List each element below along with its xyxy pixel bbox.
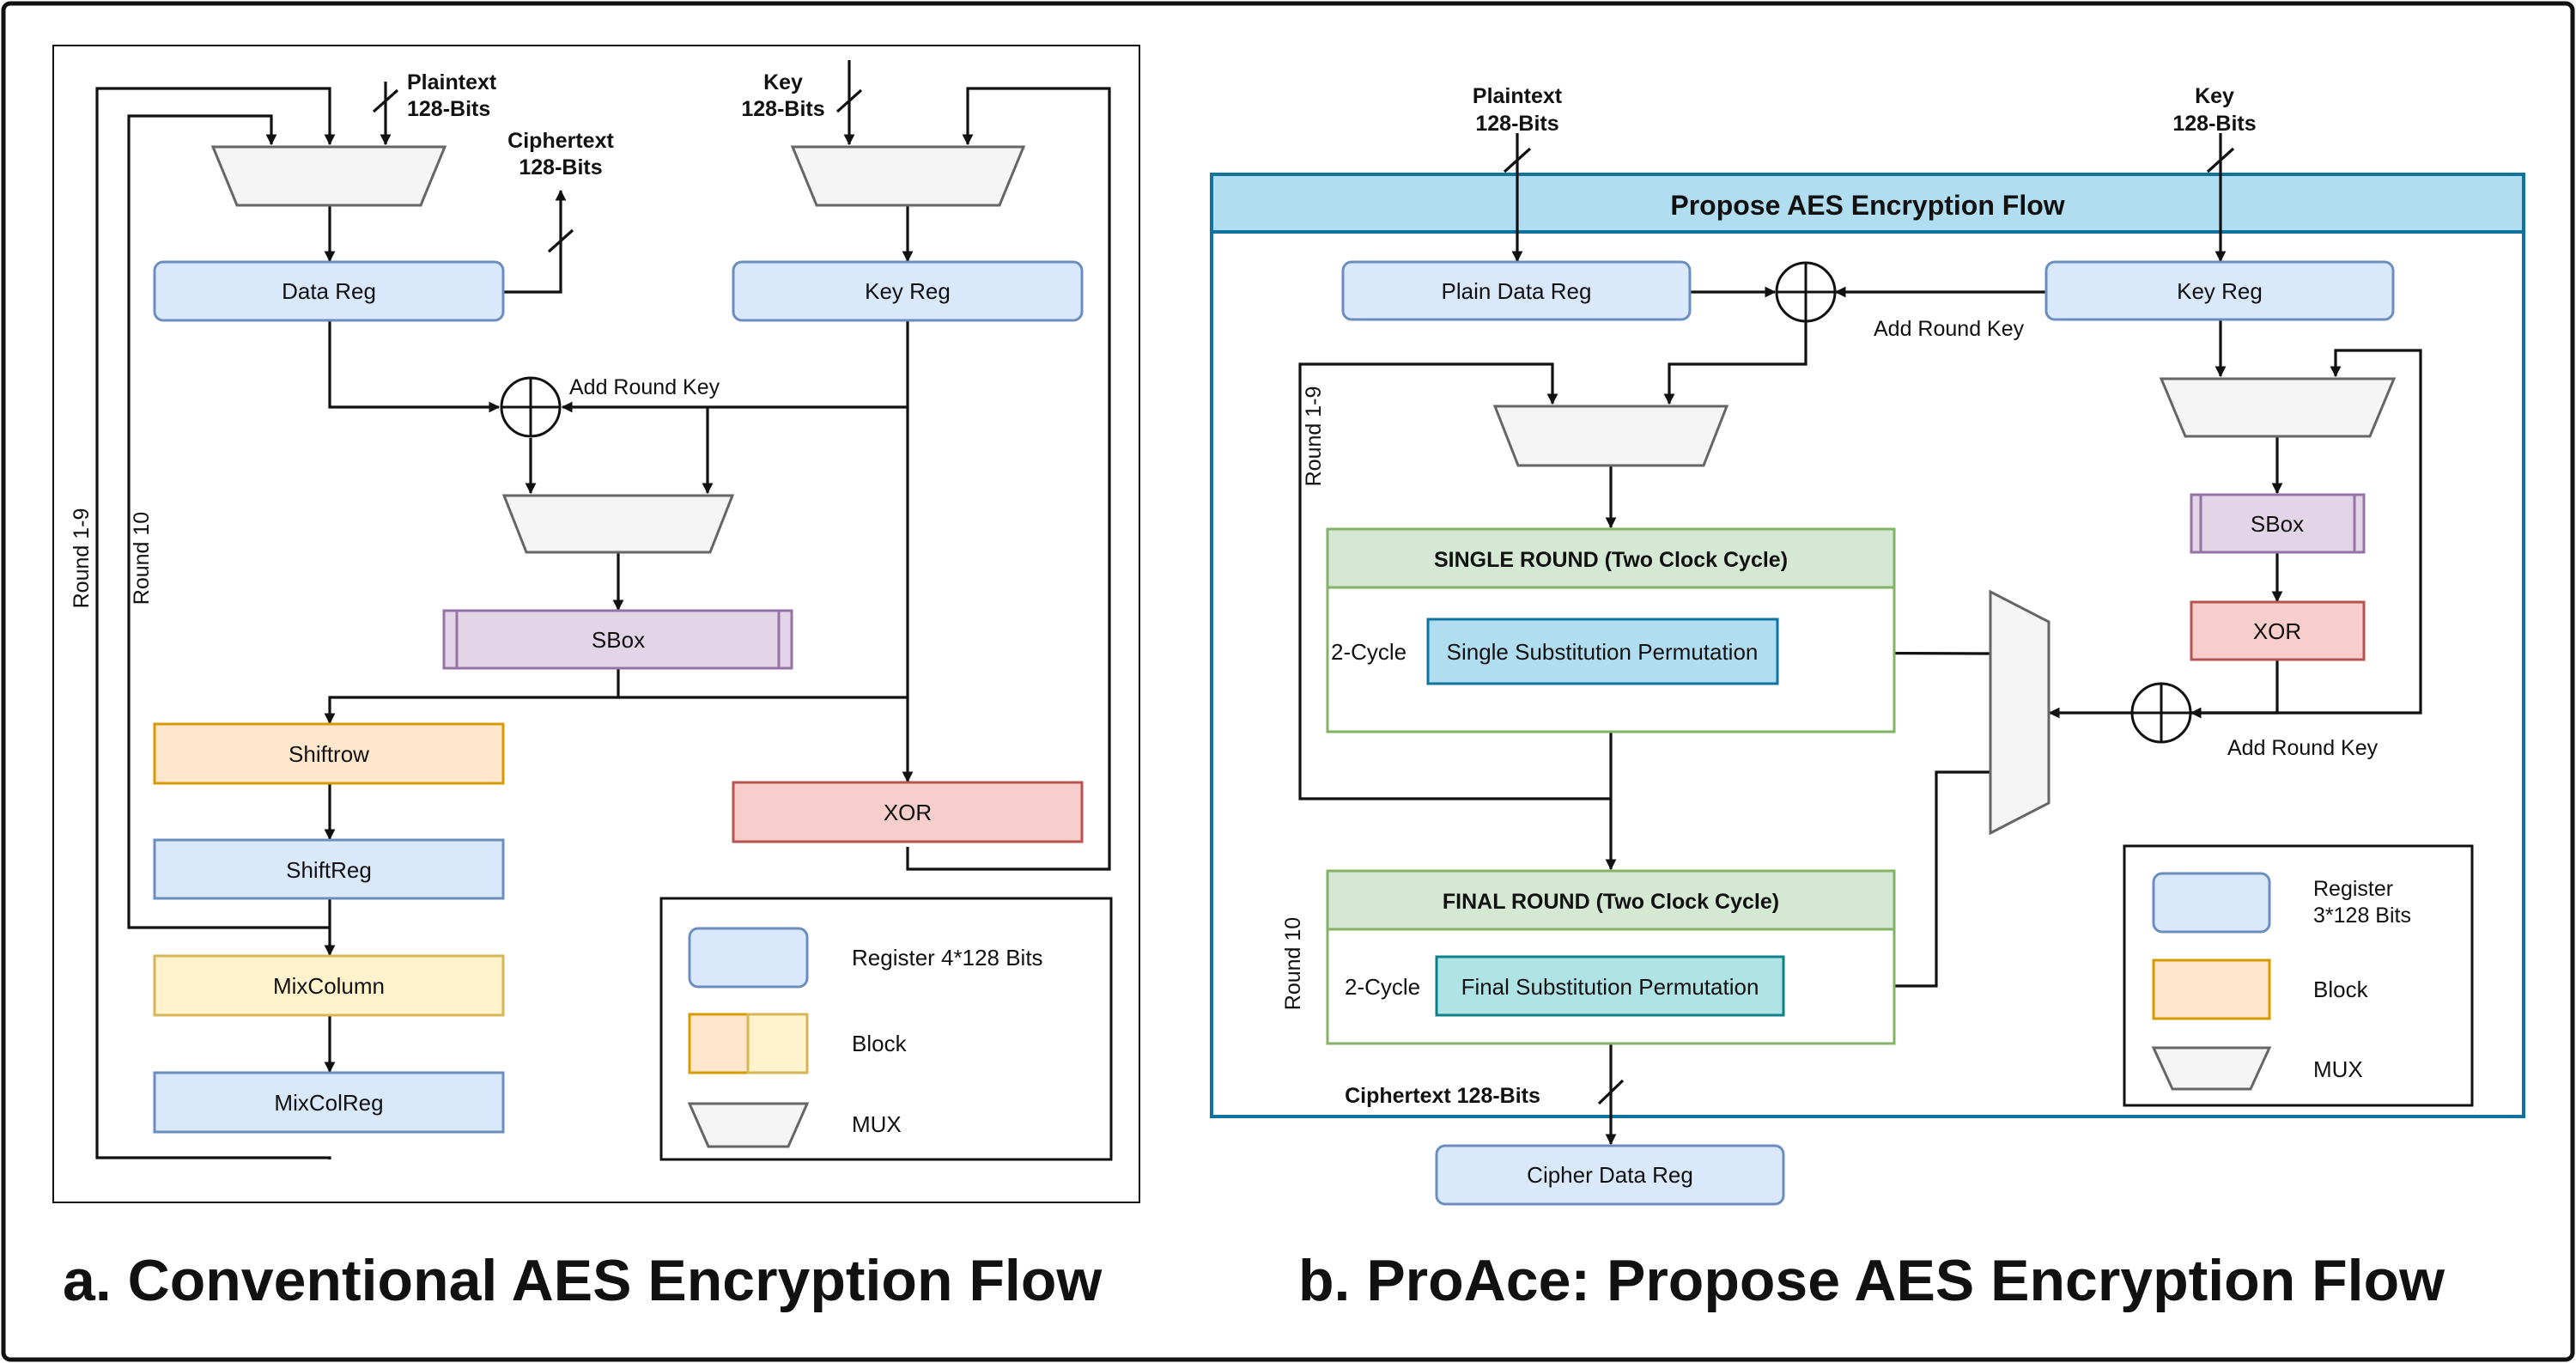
legend-mux-swatch xyxy=(687,1102,810,1148)
conventional-flow-panel: Plaintext 128-Bits Key 128-Bits Cipherte… xyxy=(52,45,1140,1203)
legend-register-label: Register 4*128 Bits xyxy=(852,945,1043,971)
shiftrow-label: Shiftrow xyxy=(289,741,369,767)
right-legend-register-line1: Register xyxy=(2313,877,2393,901)
right-add-round-key-circle xyxy=(1775,261,1837,323)
right-key-line2: 128-Bits xyxy=(2172,112,2256,136)
plain-data-reg-label: Plain Data Reg xyxy=(1442,278,1592,304)
right-xor-label: XOR xyxy=(2253,618,2301,644)
final-round-title: FINAL ROUND (Two Clock Cycle) xyxy=(1443,890,1779,914)
right-legend-register-swatch xyxy=(2152,872,2271,934)
right-sbox-label: SBox xyxy=(2251,511,2304,537)
key-mux xyxy=(790,145,1026,207)
final-round-block xyxy=(1326,869,1896,1045)
single-perm-label: Single Substitution Permutation xyxy=(1447,639,1759,665)
plain-data-reg-box xyxy=(1341,260,1692,321)
legend-register-swatch xyxy=(688,927,809,989)
data-reg-label: Data Reg xyxy=(282,278,376,304)
right-key-reg-label: Key Reg xyxy=(2177,278,2263,304)
sbox-mux xyxy=(501,494,735,554)
add-round-key-label: Add Round Key xyxy=(569,375,720,399)
mixcolumn-label: MixColumn xyxy=(273,973,385,999)
right-ciphertext-label: Ciphertext 128-Bits xyxy=(1345,1084,1540,1108)
key-reg-label: Key Reg xyxy=(865,278,951,304)
shiftreg-label: ShiftReg xyxy=(286,857,372,883)
left-plaintext-line2: 128-Bits xyxy=(407,97,490,121)
proposed-flow-panel: Propose AES Encryption Flow xyxy=(1210,84,2525,1206)
right-add-round-key-bottom-label: Add Round Key xyxy=(2227,736,2379,760)
xor-box xyxy=(732,781,1084,843)
proposed-header-title: Propose AES Encryption Flow xyxy=(1670,190,2064,221)
add-round-key-xor-circle xyxy=(500,376,562,438)
shiftreg-box xyxy=(153,838,505,900)
shiftrow-box xyxy=(153,722,505,785)
right-round-1-9-label: Round 1-9 xyxy=(1302,386,1326,487)
left-ciphertext-line2: 128-Bits xyxy=(519,155,602,180)
data-reg-box xyxy=(153,260,505,322)
mixcolreg-label: MixColReg xyxy=(274,1090,383,1116)
single-round-block xyxy=(1326,527,1896,733)
xor-label: XOR xyxy=(884,800,932,825)
round-mux xyxy=(1492,405,1729,467)
right-key-line1: Key xyxy=(2195,84,2234,108)
right-legend-block-label: Block xyxy=(2313,977,2369,1002)
right-key-mux xyxy=(2159,377,2397,438)
data-mux xyxy=(210,145,447,207)
round-10-label: Round 10 xyxy=(130,512,154,605)
final-perm-box xyxy=(1435,955,1785,1017)
caption-conventional: a. Conventional AES Encryption Flow xyxy=(63,1248,1103,1313)
single-round-cycle: 2-Cycle xyxy=(1331,639,1406,665)
mixcolumn-box xyxy=(153,954,505,1017)
right-plaintext-line1: Plaintext xyxy=(1473,84,1563,108)
final-perm-label: Final Substitution Permutation xyxy=(1461,974,1759,1000)
round-key-mux xyxy=(1989,589,2050,836)
right-round-10-label: Round 10 xyxy=(1281,917,1305,1010)
caption-proposed: b. ProAce: Propose AES Encryption Flow xyxy=(1298,1248,2445,1313)
right-legend-mux-swatch xyxy=(2151,1046,2272,1091)
sbox-box xyxy=(442,609,793,670)
right-legend: Register 3*128 Bits Block MUX xyxy=(2123,844,2474,1107)
mixcolreg-box xyxy=(153,1071,505,1134)
right-legend-block-swatch xyxy=(2152,958,2271,1020)
proposed-header xyxy=(1210,173,2525,234)
key-reg-box xyxy=(732,260,1084,322)
cipher-data-reg-box xyxy=(1435,1144,1785,1206)
left-key-line1: Key xyxy=(763,70,803,94)
single-perm-box xyxy=(1426,618,1779,685)
legend-mux-label: MUX xyxy=(852,1111,902,1137)
right-plaintext-line2: 128-Bits xyxy=(1475,112,1558,136)
right-add-round-key-top-label: Add Round Key xyxy=(1874,317,2025,341)
right-xor-box xyxy=(2190,600,2366,661)
final-round-cycle: 2-Cycle xyxy=(1345,974,1420,1000)
right-sbox-box xyxy=(2190,493,2366,554)
right-legend-mux-label: MUX xyxy=(2313,1056,2363,1082)
left-ciphertext-line1: Ciphertext xyxy=(507,129,614,153)
right-bottom-add-round-key-circle xyxy=(2130,682,2192,744)
legend-block-label: Block xyxy=(852,1031,908,1056)
cipher-data-reg-label: Cipher Data Reg xyxy=(1527,1162,1693,1188)
left-legend: Register 4*128 Bits Block MUX xyxy=(659,897,1113,1161)
left-plaintext-line1: Plaintext xyxy=(407,70,497,94)
right-legend-register-line2: 3*128 Bits xyxy=(2313,904,2411,928)
right-key-reg-box xyxy=(2044,260,2395,321)
left-wires xyxy=(95,60,1111,1159)
round-1-9-label: Round 1-9 xyxy=(70,508,94,609)
sbox-label: SBox xyxy=(592,627,645,653)
left-key-line2: 128-Bits xyxy=(741,97,824,121)
single-round-title: SINGLE ROUND (Two Clock Cycle) xyxy=(1434,548,1788,572)
